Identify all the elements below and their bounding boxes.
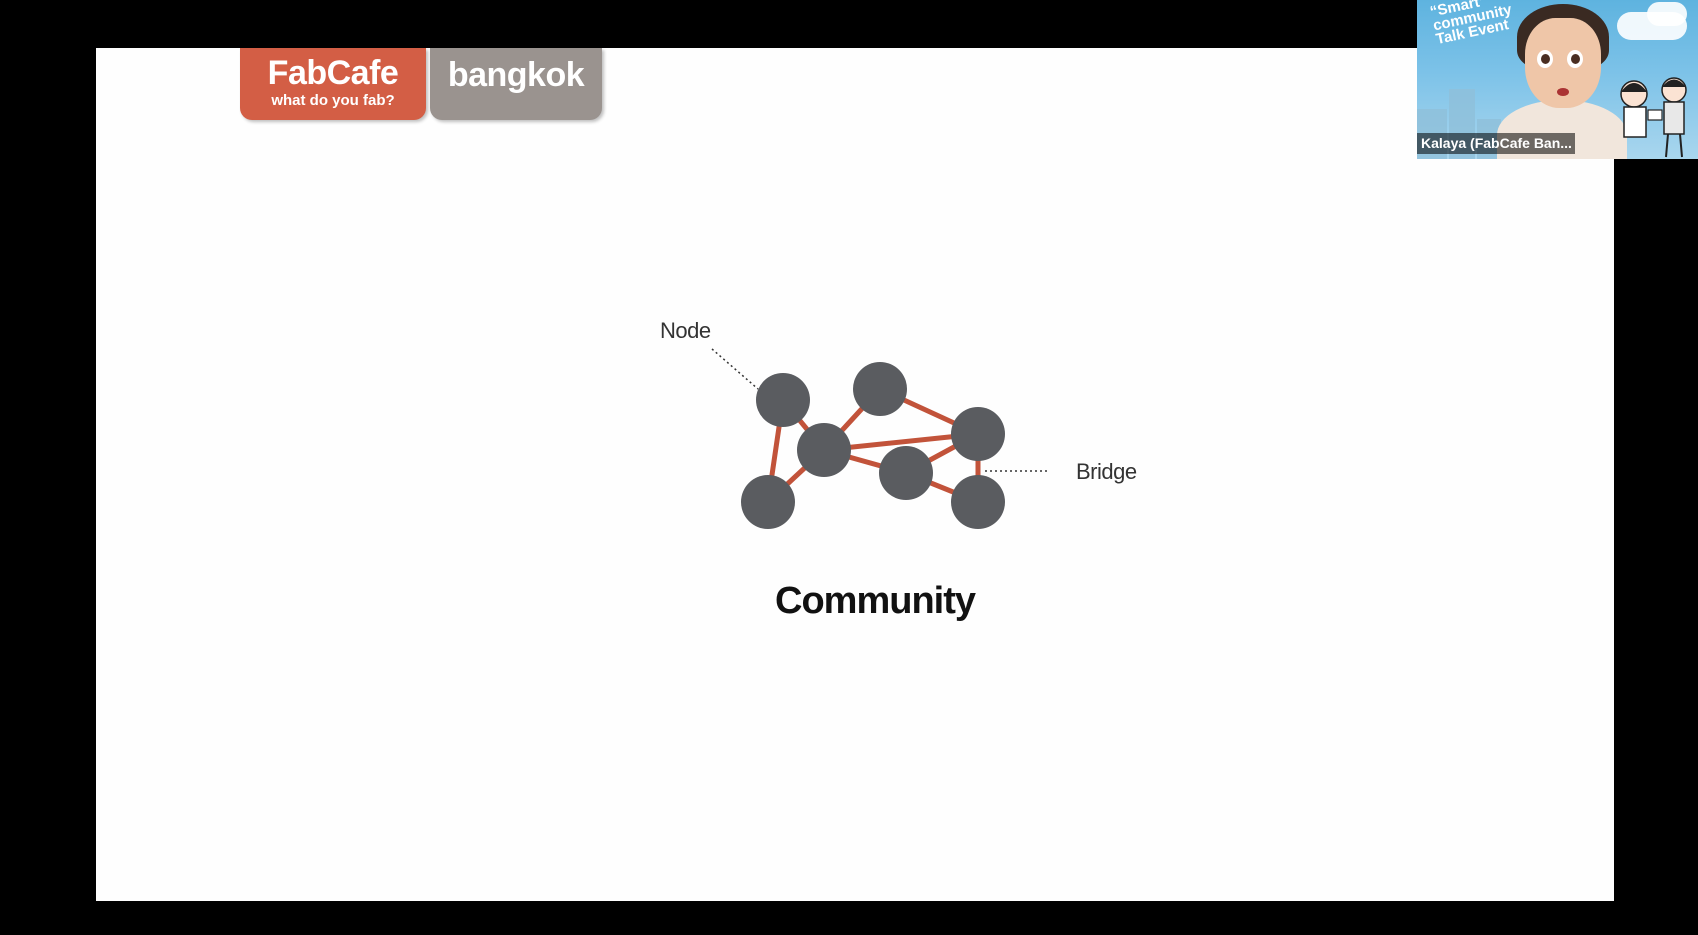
bridge-label: Bridge <box>1076 459 1137 484</box>
bangkok-logo: bangkok <box>430 48 602 120</box>
diagram-caption: Community <box>775 580 976 622</box>
fabcafe-logo: FabCafe what do you fab? <box>240 48 426 120</box>
avatar-mouth <box>1557 88 1569 96</box>
cloud-decoration <box>1647 2 1687 26</box>
participant-name: Kalaya (FabCafe Ban... <box>1417 133 1575 154</box>
presentation-slide <box>96 48 1614 901</box>
logo-tagline: what do you fab? <box>271 92 395 109</box>
logo-city: bangkok <box>447 56 585 94</box>
avatar-eye <box>1537 50 1553 68</box>
avatar-eye <box>1567 50 1583 68</box>
logo-brand: FabCafe <box>267 54 399 92</box>
kids-illustration <box>1620 77 1687 158</box>
node-label: Node <box>660 318 711 343</box>
